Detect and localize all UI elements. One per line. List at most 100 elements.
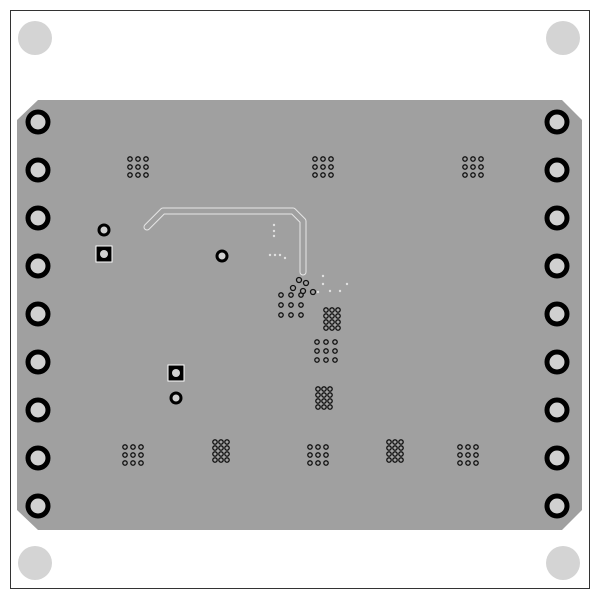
via-icon bbox=[143, 164, 149, 170]
via-icon bbox=[224, 445, 230, 451]
through-hole-pad-icon bbox=[25, 445, 51, 471]
via-icon bbox=[315, 392, 321, 398]
via-icon bbox=[122, 444, 128, 450]
via-icon bbox=[462, 156, 468, 162]
via-icon bbox=[138, 460, 144, 466]
via-icon bbox=[386, 439, 392, 445]
test-via-icon bbox=[345, 282, 349, 286]
via-icon bbox=[457, 444, 463, 450]
via-icon bbox=[335, 307, 341, 313]
via-icon bbox=[327, 404, 333, 410]
via-icon bbox=[473, 452, 479, 458]
via-icon bbox=[329, 319, 335, 325]
pads bbox=[25, 109, 570, 519]
via-icon bbox=[478, 172, 484, 178]
via-icon bbox=[212, 445, 218, 451]
test-via-icon bbox=[316, 290, 320, 294]
via-icon bbox=[335, 319, 341, 325]
through-hole-pad-icon bbox=[25, 301, 51, 327]
via-icon bbox=[295, 276, 303, 284]
via-icon bbox=[224, 439, 230, 445]
via-icon bbox=[315, 404, 321, 410]
trace bbox=[143, 207, 307, 276]
via-icon bbox=[323, 319, 329, 325]
through-hole-pad-icon bbox=[544, 109, 570, 135]
through-hole-pad-icon bbox=[544, 253, 570, 279]
via-icon bbox=[478, 164, 484, 170]
through-hole-pad-icon bbox=[25, 397, 51, 423]
test-via-icon bbox=[283, 256, 287, 260]
via-icon bbox=[122, 460, 128, 466]
via-icon bbox=[327, 386, 333, 392]
via-icon bbox=[323, 460, 329, 466]
via-icon bbox=[307, 444, 313, 450]
via-icon bbox=[315, 444, 321, 450]
via-icon bbox=[323, 357, 329, 363]
via-icon bbox=[328, 156, 334, 162]
via-icon bbox=[332, 357, 338, 363]
via-icon bbox=[212, 439, 218, 445]
via-icon bbox=[465, 460, 471, 466]
via-icon bbox=[127, 164, 133, 170]
via-icon bbox=[315, 452, 321, 458]
via-icon bbox=[278, 302, 284, 308]
via-icon bbox=[323, 348, 329, 354]
via-icon bbox=[323, 307, 329, 313]
through-hole-pad-icon bbox=[25, 349, 51, 375]
via-icon bbox=[328, 164, 334, 170]
via-icon bbox=[329, 325, 335, 331]
via-icon bbox=[143, 156, 149, 162]
via-icon bbox=[320, 164, 326, 170]
mounting-hole-icon bbox=[546, 21, 580, 55]
via-icon bbox=[314, 339, 320, 345]
via-icon bbox=[392, 451, 398, 457]
through-hole-pad-icon bbox=[169, 391, 183, 405]
via-icon bbox=[315, 398, 321, 404]
via-icon bbox=[321, 398, 327, 404]
test-via-icon bbox=[272, 223, 276, 227]
via-icon bbox=[130, 452, 136, 458]
via-icon bbox=[288, 312, 294, 318]
mounting-hole-icon bbox=[18, 21, 52, 55]
through-hole-pad-icon bbox=[544, 445, 570, 471]
via-icon bbox=[312, 164, 318, 170]
through-hole-pad-icon bbox=[544, 157, 570, 183]
via-icon bbox=[138, 444, 144, 450]
via-icon bbox=[278, 292, 284, 298]
via-icon bbox=[327, 398, 333, 404]
via-icon bbox=[122, 452, 128, 458]
via-icon bbox=[329, 307, 335, 313]
via-icon bbox=[138, 452, 144, 458]
via-icon bbox=[314, 357, 320, 363]
mounting-hole-icon bbox=[546, 546, 580, 580]
via-icon bbox=[323, 339, 329, 345]
via-icon bbox=[335, 313, 341, 319]
via-icon bbox=[135, 156, 141, 162]
via-icon bbox=[309, 288, 317, 296]
via-icon bbox=[323, 452, 329, 458]
mounting-holes bbox=[18, 21, 580, 580]
via-icon bbox=[398, 445, 404, 451]
via-icon bbox=[473, 460, 479, 466]
via-icon bbox=[218, 439, 224, 445]
test-via-icon bbox=[321, 274, 325, 278]
via-icon bbox=[328, 172, 334, 178]
via-icon bbox=[307, 460, 313, 466]
via-icon bbox=[465, 452, 471, 458]
via-icon bbox=[321, 404, 327, 410]
via-icon bbox=[307, 452, 313, 458]
via-icon bbox=[299, 287, 307, 295]
through-hole-pad-icon bbox=[544, 205, 570, 231]
via-icon bbox=[332, 339, 338, 345]
via-icon bbox=[465, 444, 471, 450]
via-icon bbox=[392, 457, 398, 463]
via-icon bbox=[224, 451, 230, 457]
through-hole-pad-icon bbox=[544, 349, 570, 375]
via-icon bbox=[398, 439, 404, 445]
mounting-hole-icon bbox=[18, 546, 52, 580]
via-icon bbox=[321, 386, 327, 392]
test-via-icon bbox=[268, 253, 272, 257]
via-icon bbox=[478, 156, 484, 162]
via-icon bbox=[135, 172, 141, 178]
through-hole-pad-icon bbox=[544, 301, 570, 327]
